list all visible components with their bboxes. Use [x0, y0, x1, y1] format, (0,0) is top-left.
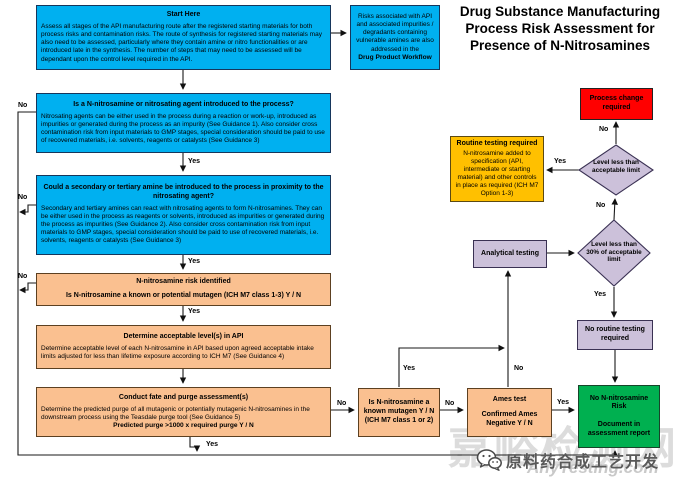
node-known-mutagen: Is N-nitrosamine a known mutagen Y / N (…: [358, 388, 440, 437]
edge-label-no: No: [445, 400, 455, 407]
node-no-routine-testing-text: No routine testing required: [585, 326, 645, 342]
site-url-watermark: AnyTesting.com: [527, 458, 659, 477]
connector-no-rail: [17, 111, 619, 457]
node-side-note-bold: Drug Product Workflow: [358, 53, 432, 61]
node-q2: Could a secondary or tertiary amine be i…: [36, 175, 331, 255]
node-no-routine-testing: No routine testing required: [577, 320, 653, 350]
node-determine-levels-body: Determine acceptable level of each N-nit…: [41, 344, 314, 360]
wechat-account-name: 原料药合成工艺开发: [506, 454, 660, 471]
node-process-change: Process change required: [580, 88, 653, 120]
node-fate-purge-bold: Predicted purge >1000 x required purge Y…: [113, 421, 254, 429]
edge-label-no: No: [18, 102, 28, 109]
node-no-risk-line1: No N-nitrosamine Risk: [589, 394, 649, 411]
decision-level-less-than-30-text: Level less than 30% of acceptable limit: [586, 241, 642, 264]
node-known-mutagen-text: Is N-nitrosamine a known mutagen Y / N (…: [363, 399, 435, 424]
connector-mutagen-yes: [398, 344, 505, 387]
node-risk-identified: N-nitrosamine risk identified Is N-nitro…: [36, 273, 331, 306]
edge-label-yes: Yes: [206, 441, 219, 448]
edge-label-no: No: [596, 202, 606, 209]
node-no-risk-line2: Document in assessment report: [587, 421, 651, 437]
edge-label-yes: Yes: [188, 158, 201, 165]
wechat-icon: [476, 449, 502, 471]
node-process-change-text: Process change required: [589, 95, 644, 111]
node-risk-line2: Is N-nitrosamine a known or potential mu…: [65, 292, 302, 299]
decision-level-less-than-limit-shape: [578, 144, 654, 196]
node-routine-testing-body: N-nitrosamine added to specification (AP…: [455, 149, 539, 198]
edge-label-yes: Yes: [594, 291, 607, 298]
node-determine-levels: Determine acceptable level(s) in API Det…: [36, 325, 331, 369]
edge-label-no: No: [599, 126, 609, 133]
connector-risk-no: [19, 282, 37, 294]
node-fate-purge: Conduct fate and purge assessment(s) Det…: [36, 387, 331, 437]
edge-label-yes: Yes: [188, 258, 201, 265]
decision-level-less-than-limit-text: Level less than acceptable limit: [592, 159, 640, 174]
connector-fate-yes-to-rail: [189, 437, 201, 452]
node-q1: Is a N-nitrosamine or nitrosating agent …: [36, 93, 331, 153]
edge-label-no: No: [18, 273, 28, 280]
edge-label-yes: Yes: [403, 365, 416, 372]
edge-label-yes: Yes: [557, 399, 570, 406]
node-start: Start Here Assess all stages of the API …: [36, 5, 331, 70]
wechat-watermark: 原料药合成工艺开发: [476, 448, 659, 472]
node-ames-test: Ames test Confirmed Ames Negative Y / N: [467, 388, 552, 437]
node-start-heading: Start Here: [166, 11, 201, 19]
node-no-risk: No N-nitrosamine Risk Document in assess…: [578, 385, 660, 448]
node-analytical-testing-text: Analytical testing: [481, 249, 539, 257]
edge-label-no: No: [337, 400, 347, 407]
node-risk-line1: N-nitrosamine risk identified: [136, 278, 231, 286]
decision-level-less-than-30-shape: [577, 219, 651, 287]
page-title: Drug Substance Manufacturing Process Ris…: [459, 4, 661, 53]
node-start-body: Assess all stages of the API manufacturi…: [41, 23, 322, 63]
edge-label-no: No: [514, 365, 524, 372]
node-determine-levels-heading: Determine acceptable level(s) in API: [123, 333, 244, 340]
node-ames-body: Confirmed Ames Negative Y / N: [481, 411, 538, 427]
node-analytical-testing: Analytical testing: [473, 240, 547, 268]
node-q2-heading: Could a secondary or tertiary amine be i…: [43, 184, 324, 201]
node-fate-purge-heading: Conduct fate and purge assessment(s): [118, 393, 249, 401]
node-routine-testing-heading: Routine testing required: [456, 139, 538, 147]
node-q1-heading: Is a N-nitrosamine or nitrosating agent …: [73, 100, 294, 108]
node-side-note: Risks associated with API and associated…: [350, 5, 440, 70]
node-side-note-body: Risks associated with API and associated…: [356, 13, 434, 53]
node-routine-testing: Routine testing required N-nitrosamine a…: [450, 136, 544, 202]
connector-q2-no: [19, 204, 37, 216]
edge-label-no: No: [18, 194, 28, 201]
edge-label-yes: Yes: [554, 158, 567, 165]
edge-label-yes: Yes: [188, 308, 201, 315]
connector-diamond30-no: [611, 198, 619, 221]
node-fate-purge-body: Determine the predicted purge of all mut…: [41, 405, 310, 421]
node-q1-body: Nitrosating agents can be either used in…: [41, 112, 325, 144]
node-q2-body: Secondary and tertiary amines can react …: [41, 204, 325, 245]
node-ames-heading: Ames test: [492, 396, 527, 404]
